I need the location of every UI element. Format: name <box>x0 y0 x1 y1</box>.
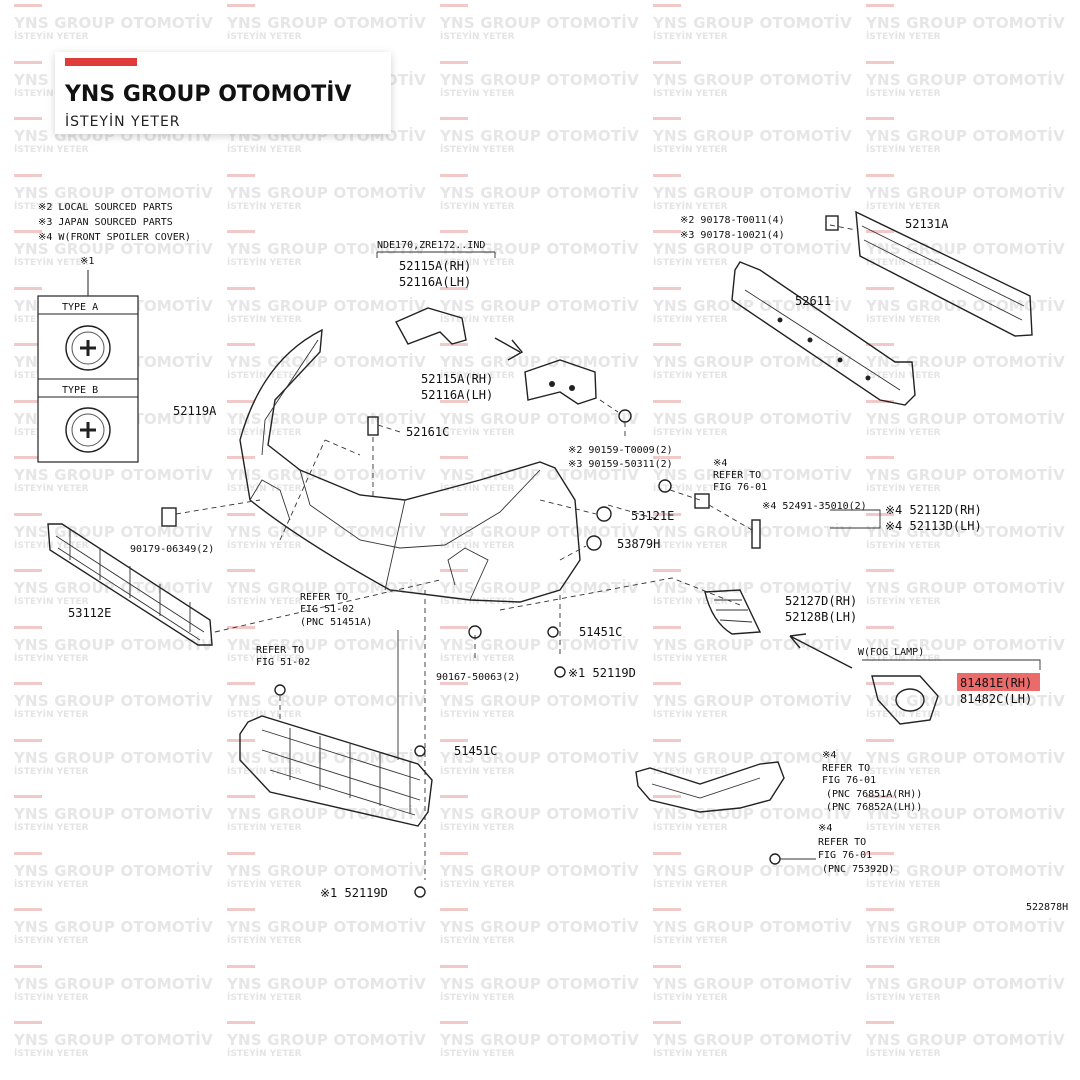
label-52127d: 52127D(RH) <box>785 594 857 608</box>
ref-76-c-marker: ※4 <box>818 823 832 834</box>
energy-absorber-52611 <box>731 261 916 406</box>
fog-lamp-cover-81481e <box>862 659 1041 725</box>
brand-logo-card: YNS GROUP OTOMOTİV İSTEYİN YETER <box>55 52 391 134</box>
part-labels: NDE170,ZRE172..IND 52115A(RH) 52116A(LH)… <box>68 215 1068 913</box>
ref-76-b-line3: (PNC 76851A(RH)) <box>826 789 922 800</box>
label-52113d: ※4 52113D(LH) <box>885 519 982 533</box>
front-spoiler-cover <box>635 761 785 865</box>
legend-box-marker: ※1 <box>80 256 94 267</box>
label-51451c-a: 51451C <box>579 625 622 639</box>
ref-76-b-line2: FIG 76-01 <box>822 775 876 786</box>
clip-type-a-icon <box>65 325 111 371</box>
label-52491: ※4 52491-35010(2) <box>762 501 867 512</box>
ref-76-c-line3: (PNC 75392D) <box>822 864 894 875</box>
ref-51-a-line2: FIG 51-02 <box>300 604 354 615</box>
direction-arrow-2 <box>789 633 853 669</box>
ref-76-b-line1: REFER TO <box>822 763 870 774</box>
logo-subtitle: İSTEYİN YETER <box>65 114 181 130</box>
label-90167: 90167-50063(2) <box>436 672 520 683</box>
label-51451c-b: 51451C <box>454 744 497 758</box>
label-52116a: 52116A(LH) <box>421 388 493 402</box>
label-52119d-b: ※1 52119D <box>320 886 388 900</box>
clip-type-b-icon <box>65 407 111 453</box>
legend-item-japan: ※3 JAPAN SOURCED PARTS <box>38 217 173 228</box>
clip-52491 <box>658 479 761 549</box>
type-b-label: TYPE B <box>62 385 98 396</box>
ref-51-a-line1: REFER TO <box>300 592 348 603</box>
bumper-cover-52119a <box>239 328 581 603</box>
label-81482c: 81482C(LH) <box>960 692 1032 706</box>
legend-item-local: ※2 LOCAL SOURCED PARTS <box>38 202 173 213</box>
label-fog-lamp: W(FOG LAMP) <box>858 647 924 658</box>
label-53121e: 53121E <box>631 509 674 523</box>
bumper-bracket-lower <box>524 359 597 405</box>
part-highlight <box>957 673 1040 691</box>
ref-76-a-line2: FIG 76-01 <box>713 482 767 493</box>
leader-lines <box>424 590 561 880</box>
label-53112e: 53112E <box>68 606 111 620</box>
label-nde: NDE170,ZRE172..IND <box>377 240 485 251</box>
figure-number: 522878H <box>1026 902 1068 913</box>
logo-title: YNS GROUP OTOMOTİV <box>65 82 352 107</box>
label-52115a-top: 52115A(RH) <box>399 259 471 273</box>
direction-arrow <box>494 337 524 361</box>
ref-51-a-line3: (PNC 51451A) <box>300 617 372 628</box>
bumper-bracket-upper <box>395 307 467 345</box>
bumper-reinforcement-52131a <box>825 210 1033 337</box>
label-90179: 90179-06349(2) <box>130 544 214 555</box>
bracket-line <box>830 509 881 529</box>
label-52128b: 52128B(LH) <box>785 610 857 624</box>
logo-accent-bar <box>65 58 137 66</box>
engine-under-cover <box>239 625 566 898</box>
clip-53879h <box>559 535 602 561</box>
type-a-label: TYPE A <box>62 302 98 313</box>
label-52611: 52611 <box>795 294 831 308</box>
clip-52161c <box>367 416 401 500</box>
ref-76-a-line1: REFER TO <box>713 470 761 481</box>
clip-90179 <box>161 499 261 527</box>
label-52161c: 52161C <box>406 425 449 439</box>
legend-item-spoiler: ※4 W(FRONT SPOILER COVER) <box>38 232 191 243</box>
label-53879h: 53879H <box>617 537 660 551</box>
label-52119d-a: ※1 52119D <box>568 666 636 680</box>
lower-grille-53112e <box>47 523 441 646</box>
label-52116a-top: 52116A(LH) <box>399 275 471 289</box>
label-52112d: ※4 52112D(RH) <box>885 503 982 517</box>
label-90178-local: ※2 90178-T0011(4) <box>680 215 785 226</box>
bolt-90159 <box>599 399 632 440</box>
label-90159-local: ※2 90159-T0009(2) <box>568 445 673 456</box>
fog-cover-52127d <box>704 589 762 635</box>
legend: ※2 LOCAL SOURCED PARTS ※3 JAPAN SOURCED … <box>37 202 191 463</box>
ref-76-c-line2: FIG 76-01 <box>818 850 872 861</box>
label-52115a: 52115A(RH) <box>421 372 493 386</box>
ref-51-b-line1: REFER TO <box>256 645 304 656</box>
label-52131a: 52131A <box>905 217 949 231</box>
nut-icon <box>825 215 839 231</box>
ref-76-a-marker: ※4 <box>713 458 727 469</box>
ref-51-b-line2: FIG 51-02 <box>256 657 310 668</box>
ref-76-c-line1: REFER TO <box>818 837 866 848</box>
nut-53121e <box>539 499 612 522</box>
label-90159-japan: ※3 90159-50311(2) <box>568 459 673 470</box>
label-90178-japan: ※3 90178-10021(4) <box>680 230 785 241</box>
label-81481e: 81481E(RH) <box>960 676 1032 690</box>
label-52119a: 52119A <box>173 404 217 418</box>
ref-76-b-marker: ※4 <box>822 750 836 761</box>
ref-76-b-line4: (PNC 76852A(LH)) <box>826 802 922 813</box>
